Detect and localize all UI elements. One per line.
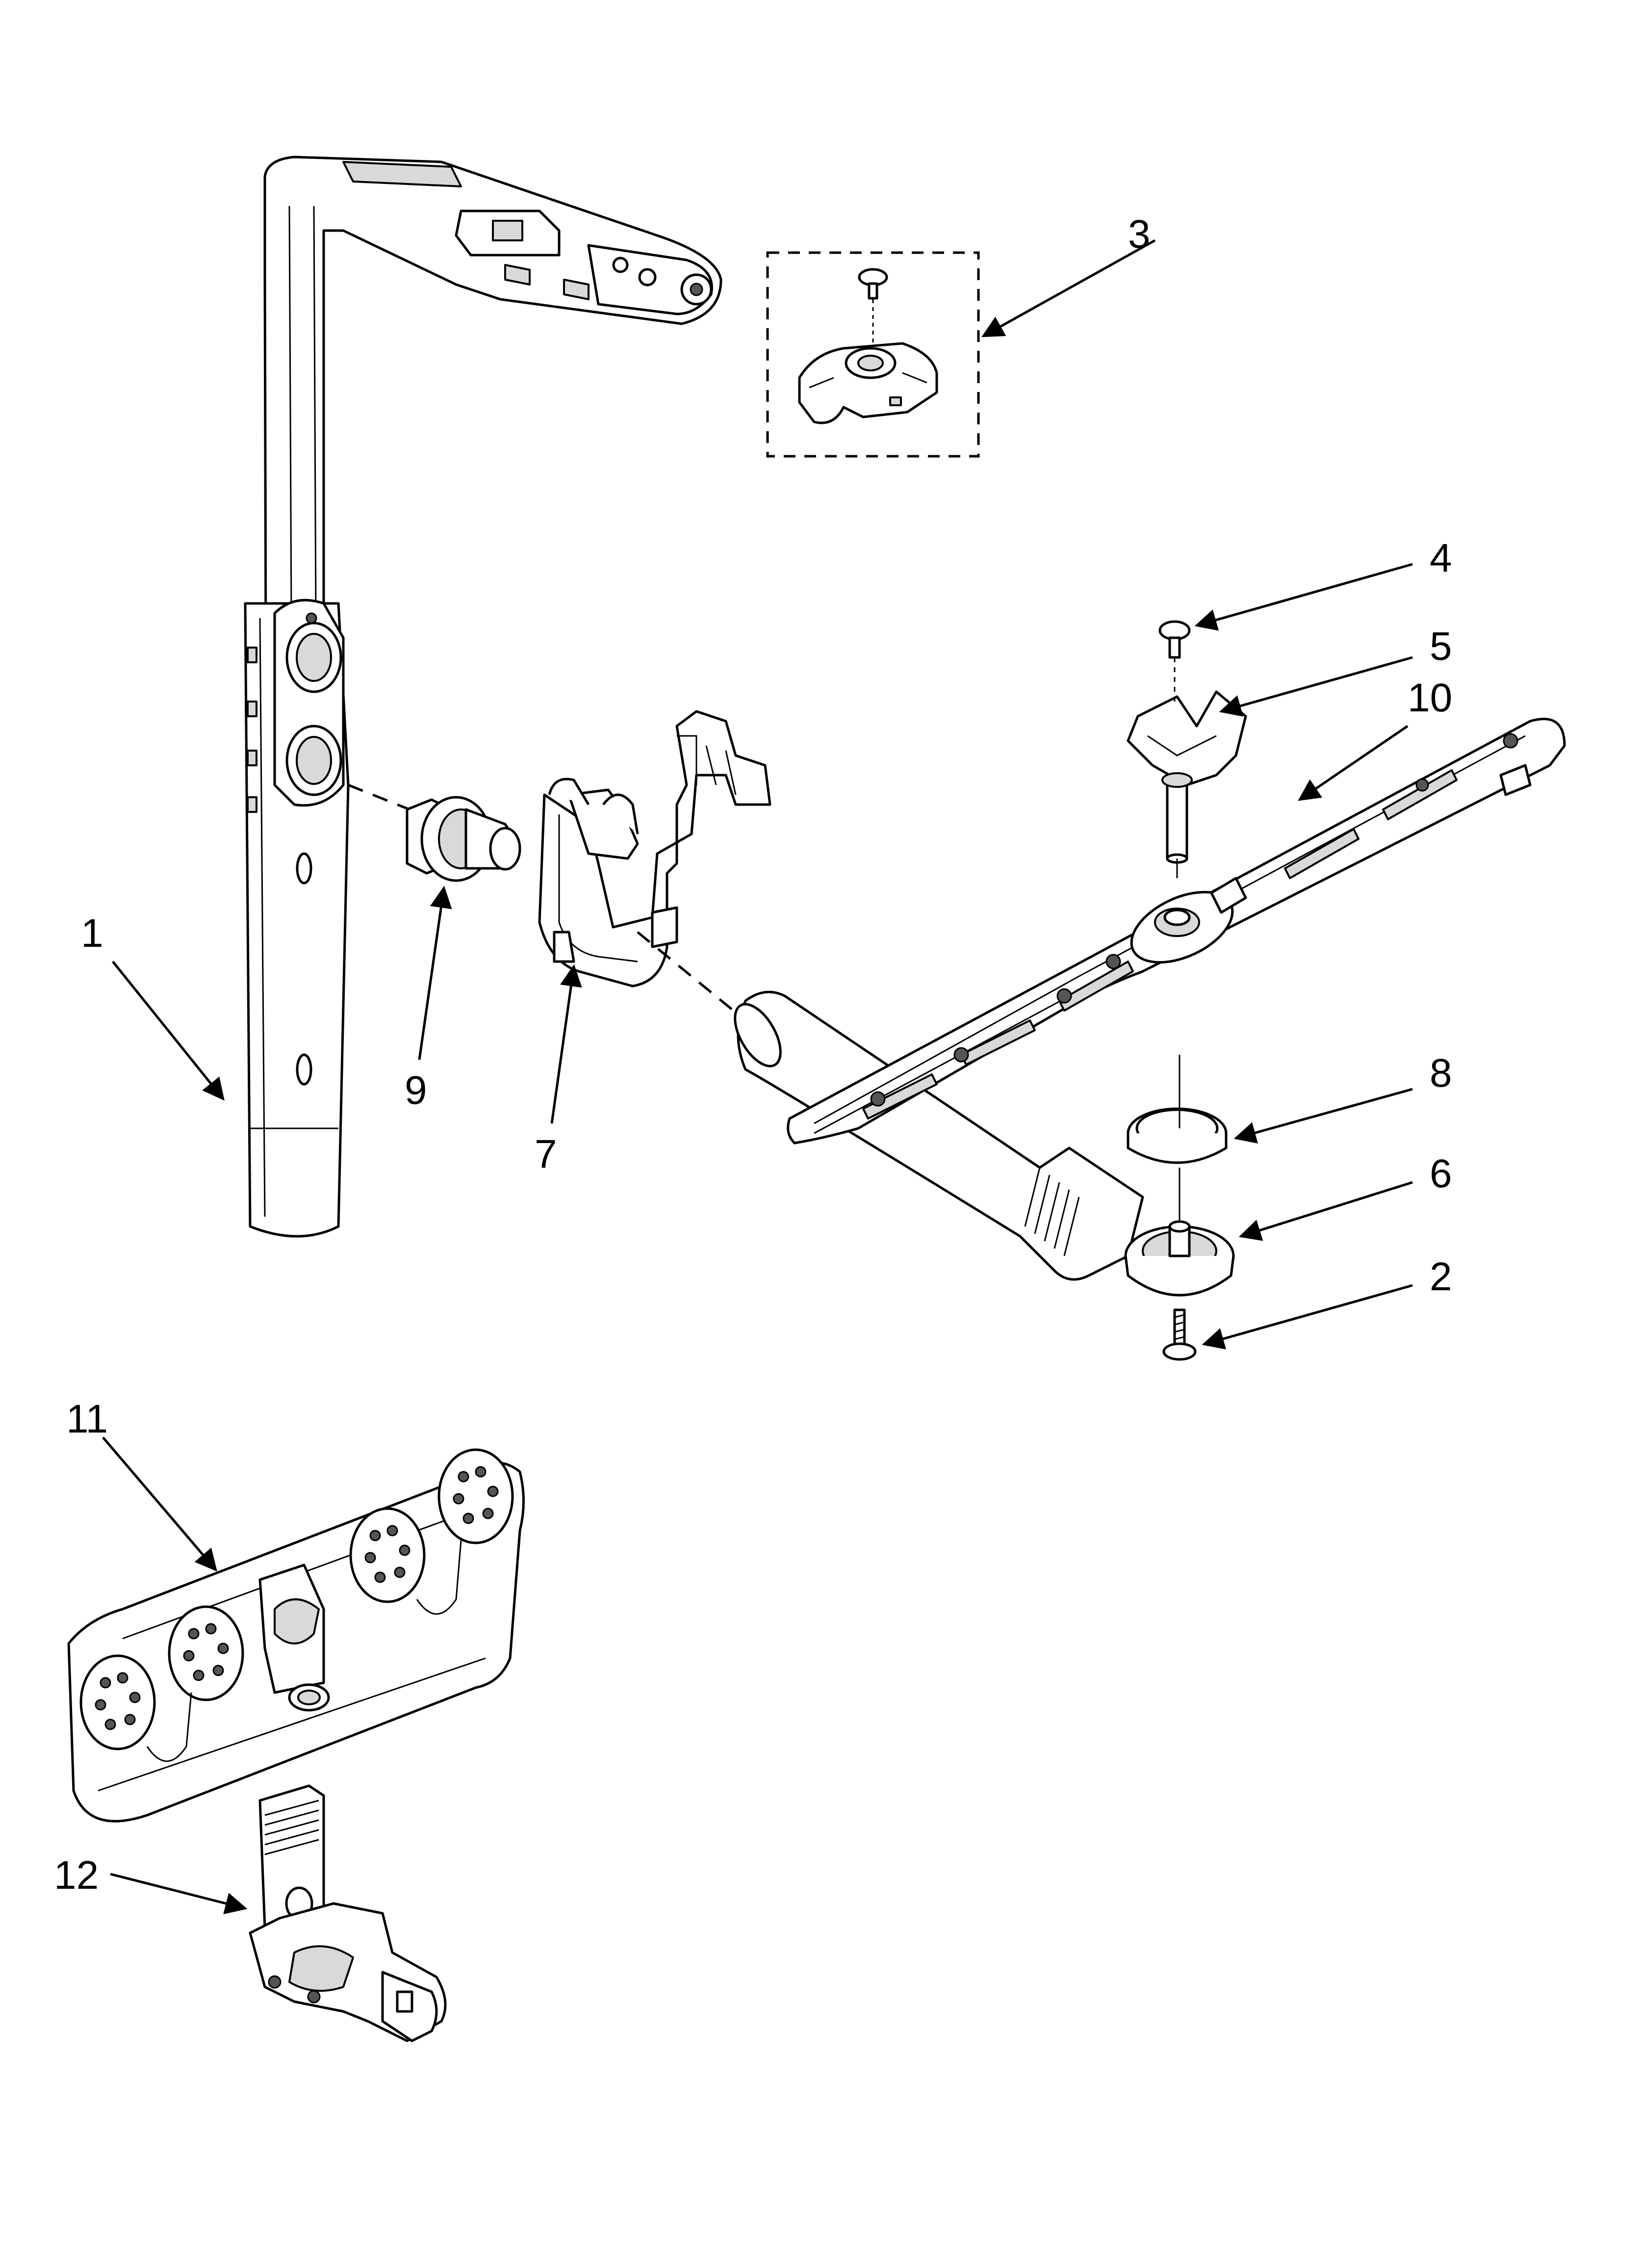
part-10-lower-spray-arm [734, 718, 1566, 1281]
leader-4 [1194, 563, 1413, 631]
leader-2 [1202, 1284, 1413, 1350]
callout-9: 9 [405, 1068, 427, 1113]
part-12-connector [249, 1784, 447, 2042]
part-8-ring [1127, 1107, 1228, 1164]
callout-11: 11 [66, 1397, 108, 1441]
leader-10 [1298, 725, 1409, 801]
callout-6: 6 [1430, 1151, 1452, 1196]
callout-labels: 1 2 3 4 5 6 7 8 9 10 11 12 [54, 212, 1452, 1898]
callout-2: 2 [1430, 1254, 1452, 1299]
callout-7: 7 [535, 1132, 557, 1176]
leader-8 [1233, 1088, 1413, 1144]
leader-5 [1219, 656, 1413, 717]
part-1-spray-manifold [244, 156, 722, 1238]
part-9-connector [406, 796, 521, 882]
part-7-bracket [538, 710, 771, 988]
callout-1: 1 [81, 911, 103, 956]
leader-lines [102, 239, 1413, 1914]
leader-3 [981, 239, 1156, 338]
leader-9 [418, 886, 452, 1060]
leader-11 [102, 1436, 217, 1572]
callout-3: 3 [1128, 212, 1151, 257]
part-4-screw [1158, 620, 1191, 702]
leader-1 [112, 961, 225, 1101]
callout-10: 10 [1408, 676, 1452, 720]
part-11-spray-panel [67, 1448, 525, 1823]
callout-4: 4 [1430, 536, 1452, 580]
part-6-hub [1124, 1220, 1235, 1297]
part-5-clip [1127, 690, 1247, 864]
part-3-inset [766, 251, 980, 458]
leader-6 [1238, 1181, 1413, 1241]
part-2-screw [1162, 1308, 1197, 1361]
callout-12: 12 [54, 1853, 99, 1898]
callout-5: 5 [1430, 624, 1452, 669]
leader-12 [110, 1873, 248, 1914]
leader-7 [550, 964, 582, 1124]
callout-8: 8 [1430, 1051, 1452, 1095]
